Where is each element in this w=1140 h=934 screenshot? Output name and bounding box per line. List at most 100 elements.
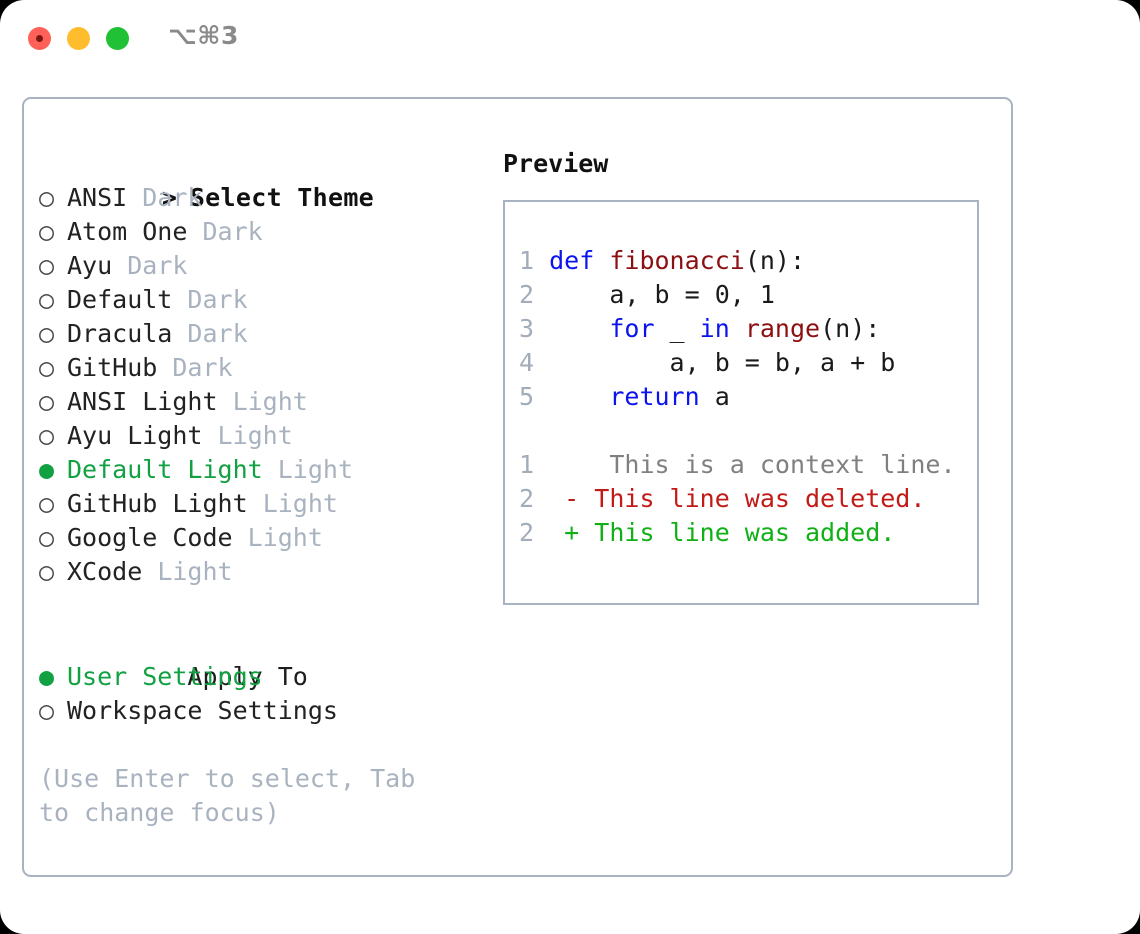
code-line: 2 a, b = 0, 1	[519, 278, 969, 312]
diff-text: This line was added.	[579, 518, 896, 547]
theme-list-item[interactable]: ○Dracula Dark	[39, 317, 499, 351]
apply-to-item[interactable]: ○Workspace Settings	[39, 694, 499, 728]
code-token	[594, 246, 609, 275]
theme-list-item[interactable]: ○GitHub Dark	[39, 351, 499, 385]
maximize-window-button[interactable]	[106, 27, 129, 50]
code-token: a	[699, 382, 730, 411]
line-number: 4	[519, 348, 535, 377]
code-token: a, b = b, a + b	[549, 348, 896, 377]
diff-sign: -	[564, 484, 580, 513]
diff-line: 1 This is a context line.	[519, 448, 969, 482]
code-token: in	[699, 314, 730, 343]
radio-selected-icon[interactable]: ●	[39, 455, 55, 484]
code-line: 1 def fibonacci(n):	[519, 244, 969, 278]
spacer	[39, 589, 499, 626]
radio-unselected-icon[interactable]: ○	[39, 183, 55, 212]
radio-unselected-icon[interactable]: ○	[39, 523, 55, 552]
theme-picker-header: >Select Theme	[39, 147, 499, 212]
theme-list-item[interactable]: ○ Default Dark	[39, 283, 499, 317]
theme-list-item[interactable]: ○Google Code Light	[39, 521, 499, 555]
theme-name: Default Light	[67, 455, 263, 484]
theme-name: ANSI Light	[67, 387, 218, 416]
theme-variant-tag: Dark	[187, 319, 248, 348]
code-token: return	[609, 382, 700, 411]
spacer	[157, 353, 172, 382]
code-token: (n):	[820, 314, 881, 343]
spacer	[534, 484, 564, 513]
radio-unselected-icon[interactable]: ○	[39, 285, 55, 314]
preview-pane: Preview 1 def fibonacci(n):2 a, b = 0, 1…	[503, 147, 1003, 605]
radio-unselected-icon[interactable]: ○	[39, 353, 55, 382]
apply-to-header: Apply To	[39, 626, 499, 691]
spacer	[218, 387, 233, 416]
radio-unselected-icon[interactable]: ○	[39, 217, 55, 246]
code-line: 3 for _ in range(n):	[519, 312, 969, 346]
apply-to-header-label: Apply To	[187, 662, 308, 691]
theme-list-item[interactable]: ○ ANSI Light Light	[39, 385, 499, 419]
diff-line: 2 + This line was added.	[519, 516, 969, 550]
theme-list-item[interactable]: ○Atom One Dark	[39, 215, 499, 249]
radio-unselected-icon[interactable]: ○	[39, 557, 55, 586]
spacer	[534, 382, 549, 411]
radio-unselected-icon[interactable]: ○	[39, 387, 55, 416]
minimize-window-button[interactable]	[67, 27, 90, 50]
theme-list-item[interactable]: ○XCode Light	[39, 555, 499, 589]
spacer	[202, 421, 217, 450]
theme-variant-tag: Light	[157, 557, 233, 586]
theme-name: Ayu	[67, 251, 113, 280]
theme-variant-tag: Light	[262, 489, 338, 518]
code-token	[730, 314, 745, 343]
code-token: def	[549, 246, 595, 275]
close-window-button[interactable]	[28, 27, 51, 50]
code-token: for	[609, 314, 655, 343]
theme-list-item[interactable]: ○ Ayu Light Light	[39, 419, 499, 453]
radio-unselected-icon[interactable]: ○	[39, 251, 55, 280]
code-token	[549, 382, 609, 411]
keyboard-hint: (Use Enter to select, Tab to change focu…	[39, 764, 431, 827]
theme-name: Ayu Light	[67, 421, 203, 450]
theme-list-item[interactable]: ○GitHub Light Light	[39, 487, 499, 521]
spacer	[142, 557, 157, 586]
theme-picker-header-label: Select Theme	[189, 183, 375, 212]
code-line: 5 return a	[519, 380, 969, 414]
line-number: 1	[519, 450, 535, 479]
radio-selected-icon[interactable]: ●	[39, 662, 55, 691]
theme-variant-tag: Dark	[142, 183, 203, 212]
title-bar: ⌥⌘3	[0, 0, 1140, 78]
theme-variant-tag: Light	[277, 455, 353, 484]
spacer	[112, 251, 127, 280]
line-number: 5	[519, 382, 535, 411]
theme-name: Google Code	[67, 523, 233, 552]
apply-to-list: ●User Settings○Workspace Settings	[39, 660, 499, 728]
theme-list-item[interactable]: ● Default Light Light	[39, 453, 499, 487]
code-token	[549, 314, 609, 343]
theme-name: Default	[67, 285, 173, 314]
preview-title: Preview	[503, 149, 609, 178]
radio-unselected-icon[interactable]: ○	[39, 421, 55, 450]
theme-variant-tag: Light	[232, 387, 308, 416]
main-panel: >Select Theme ○ANSI Dark○Atom One Dark○A…	[22, 97, 1013, 877]
spacer	[263, 455, 278, 484]
theme-variant-tag: Light	[217, 421, 293, 450]
code-token: range	[744, 314, 821, 343]
spacer	[519, 414, 969, 448]
theme-picker: >Select Theme ○ANSI Dark○Atom One Dark○A…	[39, 147, 499, 830]
theme-name: ANSI	[67, 183, 128, 212]
code-token: _	[654, 314, 700, 343]
diff-sign: +	[564, 518, 580, 547]
apply-to-item[interactable]: ●User Settings	[39, 660, 499, 694]
theme-variant-tag: Dark	[187, 285, 248, 314]
spacer	[534, 246, 549, 275]
line-number: 2	[519, 484, 535, 513]
line-number: 2	[519, 518, 535, 547]
theme-list-item[interactable]: ○Ayu Dark	[39, 249, 499, 283]
radio-unselected-icon[interactable]: ○	[39, 696, 55, 725]
diff-line: 2 - This line was deleted.	[519, 482, 969, 516]
radio-unselected-icon[interactable]: ○	[39, 489, 55, 518]
spacer	[534, 280, 549, 309]
theme-list-item[interactable]: ○ ANSI Dark	[39, 181, 499, 215]
radio-unselected-icon[interactable]: ○	[39, 319, 55, 348]
